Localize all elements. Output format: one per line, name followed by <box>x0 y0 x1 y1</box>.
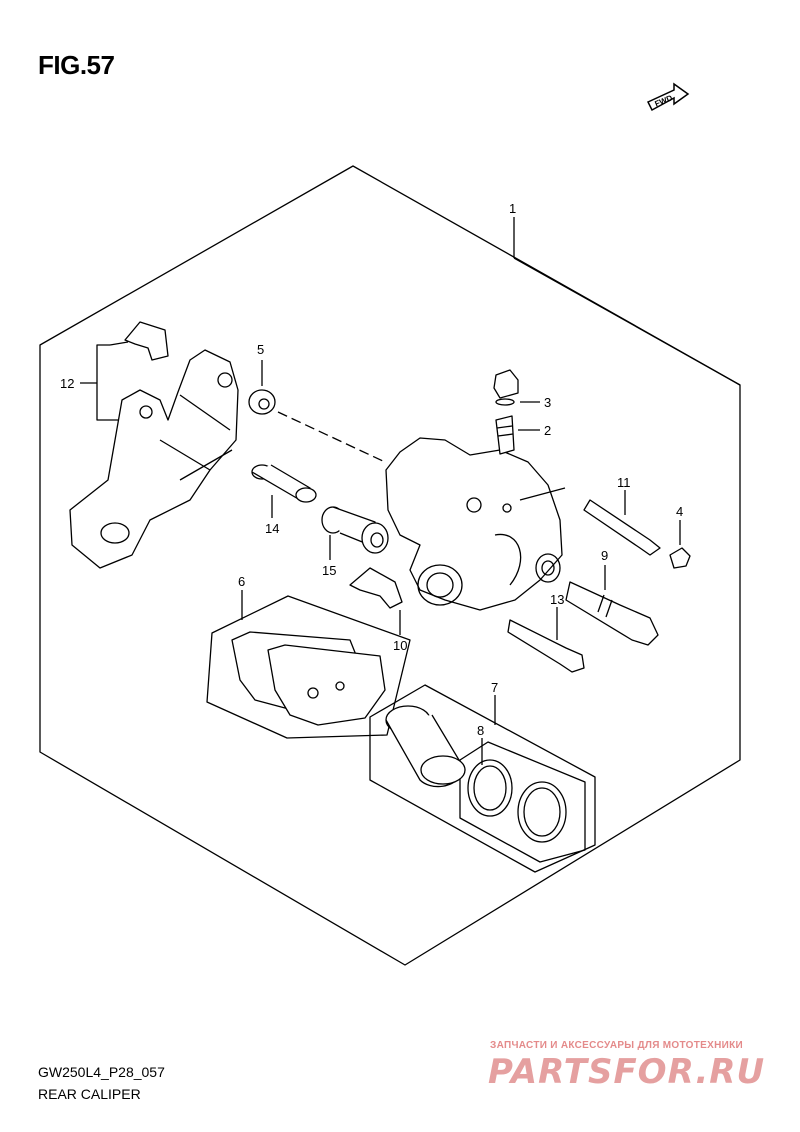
callout-2: 2 <box>544 423 551 438</box>
bleeder-valve <box>495 415 515 455</box>
callout-11: 11 <box>617 475 631 490</box>
callout-7: 7 <box>491 680 498 695</box>
figure-title: FIG.57 <box>38 50 115 80</box>
pad-spring <box>349 567 403 609</box>
callout-3: 3 <box>544 395 551 410</box>
callout-14: 14 <box>265 521 279 536</box>
brake-pads <box>231 631 386 726</box>
piston-seals <box>467 759 567 843</box>
caliper-body <box>385 437 563 611</box>
pad-set-outline <box>206 595 411 739</box>
callout-12: 12 <box>60 376 74 391</box>
assembly-outline <box>39 165 741 966</box>
callout-9: 9 <box>601 548 608 563</box>
callout-1: 1 <box>509 201 516 216</box>
callout-5: 5 <box>257 342 264 357</box>
mounting-bolt-13 <box>507 619 585 673</box>
seal-set-outline <box>459 741 586 863</box>
pad-spring-clip <box>124 321 169 361</box>
piston-kit-outline <box>369 684 596 873</box>
piston <box>385 705 466 788</box>
callout-4: 4 <box>676 504 683 519</box>
dust-boot <box>248 389 276 415</box>
diagram-subtitle: REAR CALIPER <box>38 1086 141 1102</box>
nut <box>669 547 691 569</box>
callout-6: 6 <box>238 574 245 589</box>
slide-pin <box>583 499 661 556</box>
callout-10: 10 <box>393 638 407 653</box>
watermark-logo: PARTSFOR.RU <box>488 1052 766 1092</box>
mounting-bolt-9 <box>565 581 659 646</box>
caliper-bracket <box>69 349 239 569</box>
pin-boot <box>321 506 389 554</box>
callout-13: 13 <box>550 592 564 607</box>
bleeder-cap <box>493 369 519 406</box>
callout-8: 8 <box>477 723 484 738</box>
watermark-tagline: ЗАПЧАСТИ И АКСЕССУАРЫ ДЛЯ МОТОТЕХНИКИ <box>490 1040 743 1051</box>
diagram-code: GW250L4_P28_057 <box>38 1064 165 1080</box>
slide-sleeve <box>251 464 317 503</box>
callout-15: 15 <box>322 563 336 578</box>
fwd-arrow-icon: FWD <box>644 80 690 120</box>
